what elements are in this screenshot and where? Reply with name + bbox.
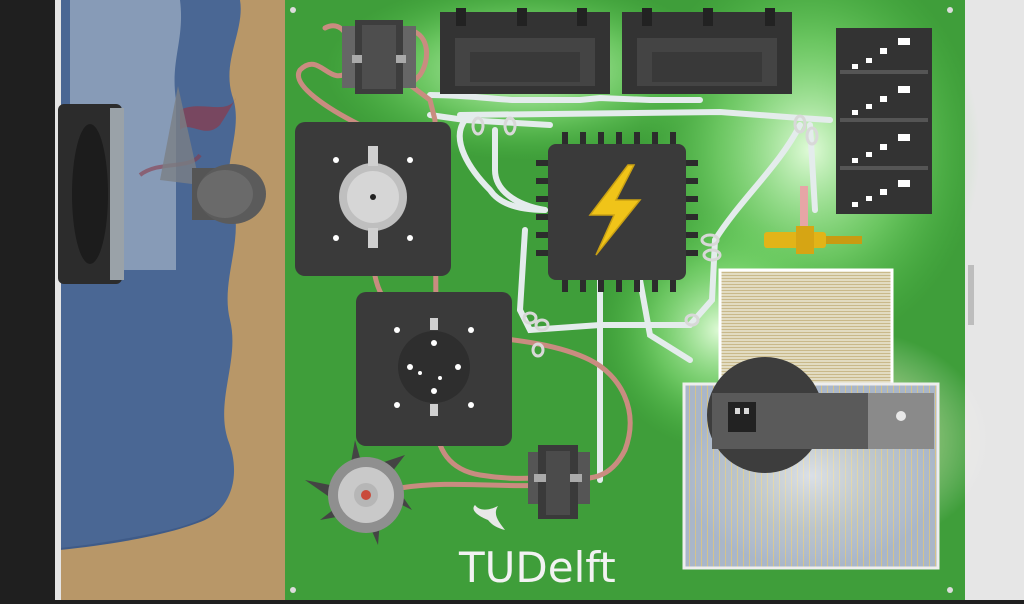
heat-sink-2 (622, 8, 792, 94)
water-tank (55, 0, 285, 600)
board-screws (290, 7, 953, 593)
turbine-icon (305, 440, 412, 545)
switch-modules (836, 28, 932, 214)
tudelft-logo: TUDelft (458, 505, 616, 592)
bottom-exchanger (528, 445, 590, 519)
top-exchanger (342, 20, 416, 94)
controller-chip (536, 132, 698, 292)
motor-bracket (707, 357, 934, 473)
flame-icon (473, 505, 505, 530)
valve-icon (764, 186, 862, 254)
lightning-icon (588, 164, 642, 256)
heat-sink-1 (440, 8, 610, 94)
fan-icon (58, 86, 266, 284)
pump-plate-2 (356, 292, 512, 446)
pump-plate-1 (295, 122, 451, 276)
sand-bank (60, 0, 285, 600)
logo-text: TUDelft (458, 543, 616, 592)
tube-clips (471, 114, 819, 358)
